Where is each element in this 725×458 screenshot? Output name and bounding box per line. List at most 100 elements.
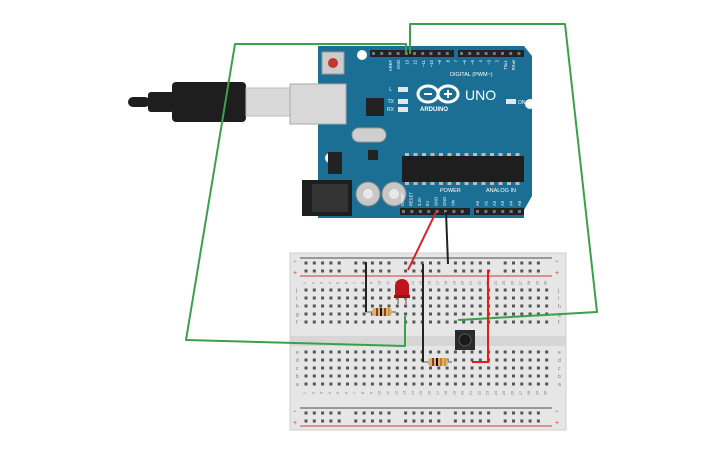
breadboard-hole[interactable] [503, 288, 507, 292]
breadboard-hole[interactable] [495, 304, 499, 308]
breadboard-hole[interactable] [312, 288, 316, 292]
breadboard-hole[interactable] [404, 269, 408, 273]
header-pin[interactable] [402, 210, 405, 213]
header-pin[interactable] [421, 52, 425, 55]
breadboard-hole[interactable] [495, 296, 499, 300]
breadboard-hole[interactable] [445, 374, 449, 378]
breadboard-hole[interactable] [512, 366, 515, 370]
breadboard-hole[interactable] [512, 382, 515, 386]
header-pin[interactable] [460, 52, 463, 55]
breadboard-hole[interactable] [387, 269, 391, 273]
breadboard-hole[interactable] [412, 358, 416, 362]
breadboard-hole[interactable] [429, 382, 432, 386]
breadboard-hole[interactable] [429, 366, 432, 370]
breadboard-hole[interactable] [528, 288, 532, 292]
breadboard-hole[interactable] [337, 269, 341, 273]
breadboard-hole[interactable] [321, 269, 325, 273]
breadboard-hole[interactable] [329, 382, 333, 386]
breadboard-hole[interactable] [321, 419, 325, 423]
breadboard-hole[interactable] [503, 411, 507, 415]
breadboard-hole[interactable] [528, 419, 532, 423]
breadboard-hole[interactable] [395, 312, 399, 316]
breadboard-hole[interactable] [354, 261, 358, 265]
breadboard-hole[interactable] [362, 269, 366, 273]
breadboard-hole[interactable] [354, 288, 358, 292]
header-pin[interactable] [518, 210, 521, 213]
breadboard-hole[interactable] [545, 382, 549, 386]
breadboard-hole[interactable] [520, 304, 524, 308]
breadboard-hole[interactable] [304, 320, 308, 324]
breadboard-hole[interactable] [453, 288, 457, 292]
breadboard-hole[interactable] [445, 312, 449, 316]
breadboard-hole[interactable] [478, 312, 482, 316]
breadboard-hole[interactable] [520, 312, 524, 316]
breadboard-hole[interactable] [346, 366, 349, 370]
breadboard-hole[interactable] [545, 296, 549, 300]
breadboard-hole[interactable] [528, 269, 532, 273]
breadboard-hole[interactable] [512, 358, 515, 362]
breadboard-hole[interactable] [321, 320, 325, 324]
breadboard-hole[interactable] [321, 374, 325, 378]
breadboard-hole[interactable] [429, 269, 432, 273]
breadboard-hole[interactable] [404, 358, 408, 362]
breadboard-hole[interactable] [429, 411, 432, 415]
breadboard-hole[interactable] [412, 366, 416, 370]
breadboard-hole[interactable] [304, 366, 308, 370]
header-pin[interactable] [492, 210, 496, 213]
breadboard-hole[interactable] [329, 312, 333, 316]
header-pin[interactable] [418, 210, 422, 213]
breadboard-hole[interactable] [362, 304, 366, 308]
breadboard-hole[interactable] [379, 350, 383, 354]
breadboard-hole[interactable] [329, 350, 333, 354]
breadboard-hole[interactable] [536, 366, 540, 370]
breadboard[interactable]: − + − + − + − + 112233445566778899101011… [289, 252, 567, 431]
breadboard-hole[interactable] [462, 411, 466, 415]
breadboard-hole[interactable] [304, 411, 308, 415]
header-pin[interactable] [476, 52, 480, 55]
breadboard-hole[interactable] [304, 296, 308, 300]
breadboard-hole[interactable] [520, 269, 524, 273]
breadboard-hole[interactable] [312, 296, 316, 300]
breadboard-hole[interactable] [337, 312, 341, 316]
breadboard-hole[interactable] [312, 374, 316, 378]
breadboard-hole[interactable] [370, 374, 374, 378]
breadboard-hole[interactable] [354, 320, 358, 324]
breadboard-hole[interactable] [470, 304, 474, 308]
breadboard-hole[interactable] [387, 382, 391, 386]
breadboard-hole[interactable] [370, 366, 374, 370]
breadboard-hole[interactable] [370, 358, 374, 362]
breadboard-hole[interactable] [412, 261, 416, 265]
breadboard-hole[interactable] [503, 419, 507, 423]
breadboard-hole[interactable] [354, 411, 358, 415]
breadboard-hole[interactable] [412, 312, 416, 316]
breadboard-hole[interactable] [528, 366, 532, 370]
breadboard-hole[interactable] [337, 304, 341, 308]
breadboard-hole[interactable] [470, 288, 474, 292]
breadboard-hole[interactable] [445, 366, 449, 370]
breadboard-hole[interactable] [478, 350, 482, 354]
breadboard-hole[interactable] [545, 304, 549, 308]
green-wire-pin13-to-led[interactable] [185, 43, 407, 347]
breadboard-hole[interactable] [520, 288, 524, 292]
breadboard-hole[interactable] [470, 419, 474, 423]
header-pin[interactable] [380, 52, 384, 55]
breadboard-hole[interactable] [346, 304, 349, 308]
breadboard-hole[interactable] [354, 296, 358, 300]
breadboard-hole[interactable] [412, 411, 416, 415]
breadboard-hole[interactable] [536, 312, 540, 316]
breadboard-hole[interactable] [362, 261, 366, 265]
breadboard-hole[interactable] [321, 304, 325, 308]
breadboard-hole[interactable] [545, 350, 549, 354]
breadboard-hole[interactable] [370, 411, 374, 415]
breadboard-hole[interactable] [362, 419, 366, 423]
breadboard-hole[interactable] [512, 261, 515, 265]
breadboard-hole[interactable] [304, 382, 308, 386]
header-pin[interactable] [372, 52, 375, 55]
breadboard-hole[interactable] [487, 374, 491, 378]
breadboard-hole[interactable] [412, 269, 416, 273]
breadboard-hole[interactable] [370, 261, 374, 265]
breadboard-hole[interactable] [337, 288, 341, 292]
breadboard-hole[interactable] [354, 419, 358, 423]
breadboard-hole[interactable] [379, 366, 383, 370]
breadboard-hole[interactable] [512, 296, 515, 300]
